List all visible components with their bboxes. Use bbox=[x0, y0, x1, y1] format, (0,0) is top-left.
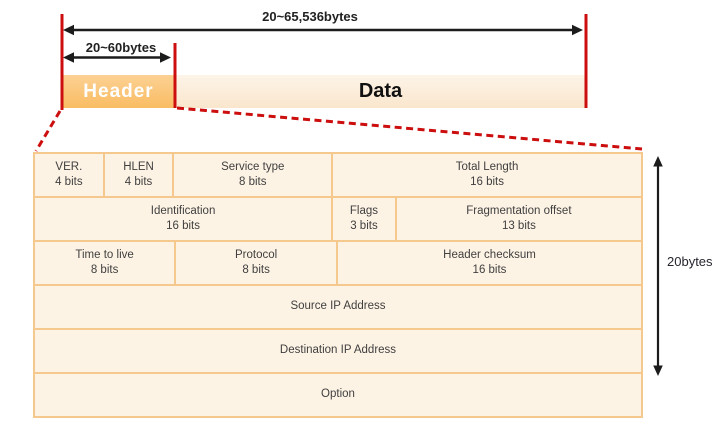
table-row: Source IP Address bbox=[35, 286, 641, 330]
field-title: Destination IP Address bbox=[279, 344, 397, 357]
field-bits: 4 bits bbox=[55, 176, 83, 188]
field-cell-fragmentation-offset: Fragmentation offset 13 bits bbox=[397, 198, 641, 240]
field-title: Header checksum bbox=[443, 248, 536, 261]
field-title: HLEN bbox=[123, 160, 154, 173]
field-title: Protocol bbox=[234, 248, 278, 261]
field-cell-version: VER. 4 bits bbox=[35, 154, 105, 196]
field-title: VER. bbox=[55, 160, 83, 173]
field-bits: 8 bits bbox=[239, 176, 267, 188]
field-cell-source-ip: Source IP Address bbox=[35, 286, 641, 328]
header-bar-segment: Header bbox=[62, 75, 175, 108]
field-bits: 13 bits bbox=[501, 220, 536, 232]
field-bits: 3 bits bbox=[350, 220, 378, 232]
field-cell-hlen: HLEN 4 bits bbox=[105, 154, 175, 196]
data-bar-segment: Data bbox=[175, 75, 586, 108]
ip-header-field-table: VER. 4 bits HLEN 4 bits Service type 8 b… bbox=[33, 152, 643, 418]
field-bits: 16 bits bbox=[470, 176, 505, 188]
table-row: Destination IP Address bbox=[35, 330, 641, 374]
field-title: Time to live bbox=[75, 248, 134, 261]
field-cell-header-checksum: Header checksum 16 bits bbox=[338, 242, 641, 284]
field-bits: 16 bits bbox=[472, 264, 507, 276]
field-title: Option bbox=[321, 388, 355, 401]
table-row: Option bbox=[35, 374, 641, 416]
field-cell-service-type: Service type 8 bits bbox=[174, 154, 334, 196]
table-row: Time to live 8 bits Protocol 8 bits Head… bbox=[35, 242, 641, 286]
field-title: Fragmentation offset bbox=[466, 204, 572, 217]
field-cell-destination-ip: Destination IP Address bbox=[35, 330, 641, 372]
field-cell-identification: Identification 16 bits bbox=[35, 198, 334, 240]
field-title: Source IP Address bbox=[290, 300, 386, 313]
field-cell-total-length: Total Length 16 bits bbox=[333, 154, 641, 196]
field-cell-protocol: Protocol 8 bits bbox=[176, 242, 338, 284]
field-title: Flags bbox=[349, 204, 379, 217]
field-cell-flags: Flags 3 bits bbox=[333, 198, 397, 240]
field-bits: 16 bits bbox=[166, 220, 201, 232]
total-packet-size-label: 20~65,536bytes bbox=[262, 9, 358, 24]
zoom-dashed-line-right bbox=[176, 106, 643, 151]
table-row: Identification 16 bits Flags 3 bits Frag… bbox=[35, 198, 641, 242]
field-bits: 8 bits bbox=[242, 264, 270, 276]
field-bits: 8 bits bbox=[90, 264, 119, 276]
zoom-dashed-line-left bbox=[34, 110, 62, 152]
field-cell-time-to-live: Time to live 8 bits bbox=[35, 242, 177, 284]
table-row: VER. 4 bits HLEN 4 bits Service type 8 b… bbox=[35, 154, 641, 198]
header-bytes-arrow bbox=[653, 156, 663, 376]
field-title: Identification bbox=[150, 204, 216, 217]
field-bits: 4 bits bbox=[124, 176, 153, 188]
total-size-arrow bbox=[63, 24, 583, 36]
field-cell-option: Option bbox=[35, 374, 641, 416]
field-title: Total Length bbox=[455, 160, 519, 173]
header-bytes-label: 20bytes bbox=[667, 254, 713, 269]
header-size-label: 20~60bytes bbox=[85, 40, 157, 55]
field-title: Service type bbox=[221, 160, 285, 173]
